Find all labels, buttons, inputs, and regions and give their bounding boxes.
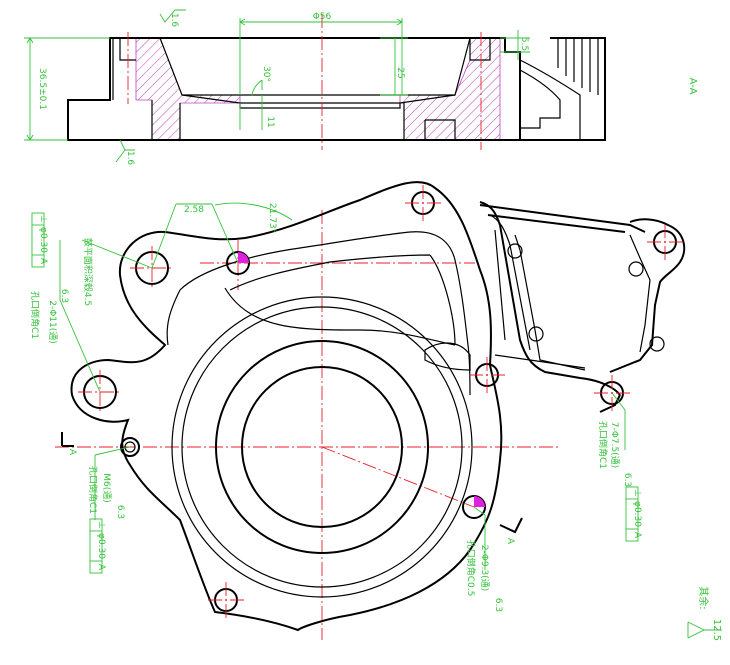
roughness-top: 1.6 <box>169 13 179 28</box>
bore-inner <box>241 366 403 528</box>
hole-note-right: 7-Φ7.5(通) <box>609 422 620 468</box>
thread-note: M6(通) <box>101 473 112 503</box>
roughness-bottom: 1.6 <box>125 151 135 166</box>
bracket-arm <box>479 201 621 396</box>
housing-outline <box>70 181 503 632</box>
svg-text:A: A <box>38 258 48 265</box>
hole-note-left: 2-Φ11(通) <box>47 300 58 344</box>
section-view: 36.5±0.1 Φ56 25 11 30° 5.5 1.6 1.6 A-A <box>24 9 698 166</box>
svg-text:φ0.30: φ0.30 <box>38 227 48 253</box>
dim-thickness: 11 <box>265 116 275 127</box>
dim-small: 5.5 <box>519 37 529 51</box>
dim-chamfer-angle: 30° <box>261 66 271 82</box>
svg-text:⊥: ⊥ <box>632 489 642 497</box>
tolerance-frame-bottom-left: ⊥ φ0.30 A <box>89 518 106 574</box>
radius-dim: 2.58 <box>184 205 204 215</box>
thread-note-sub: 孔口倒角C1 <box>87 466 99 514</box>
rest-roughness: 12.5 <box>711 619 722 641</box>
hole-note-right-sub: 孔口倒角C1 <box>597 421 609 469</box>
svg-text:φ0.30: φ0.30 <box>96 533 106 559</box>
hole-note-bottom-sub: 孔口倒角C0.5 <box>465 540 477 597</box>
dim-height: 36.5±0.1 <box>37 68 47 110</box>
section-mark-right: A <box>505 538 515 545</box>
svg-text:A: A <box>96 564 106 571</box>
hole-note-left-sub: 孔口倒角C1 <box>29 291 41 339</box>
angle-dim: 21.73° <box>267 203 277 233</box>
thread-hole <box>120 437 140 457</box>
hole-note-bottom-rough: 6.3 <box>493 598 503 612</box>
hole-note-right-rough: 6.3 <box>622 473 632 487</box>
note-vertical: 鼓平面积深毂4.5 <box>82 238 94 306</box>
hatch-right <box>399 37 501 141</box>
dim-diameter: Φ56 <box>313 12 332 22</box>
svg-text:φ0.30: φ0.30 <box>632 501 642 527</box>
section-mark-left: A <box>67 449 77 456</box>
svg-text:⊥: ⊥ <box>38 215 48 223</box>
section-title: A-A <box>687 78 698 95</box>
rest-roughness-note: 其余: 12.5 <box>687 586 722 641</box>
tolerance-frame-right: ⊥ φ0.30 A <box>625 486 642 542</box>
dim-depth: 25 <box>395 67 405 78</box>
hole-note-left-rough: 6.3 <box>59 289 69 303</box>
svg-text:⊥: ⊥ <box>96 521 106 529</box>
plan-view: 2.58 21.73° ⊥ φ0.30 A ⊥ φ0.30 A <box>29 181 686 640</box>
hole-note-bottom: 2-Φ9.3(通) <box>479 545 490 591</box>
svg-text:A: A <box>632 532 642 539</box>
bore-outer <box>215 340 429 554</box>
tolerance-frame-left: ⊥ φ0.30 A <box>31 212 48 268</box>
rest-label: 其余: <box>697 586 710 609</box>
thread-note-rough: 6.3 <box>115 505 125 519</box>
